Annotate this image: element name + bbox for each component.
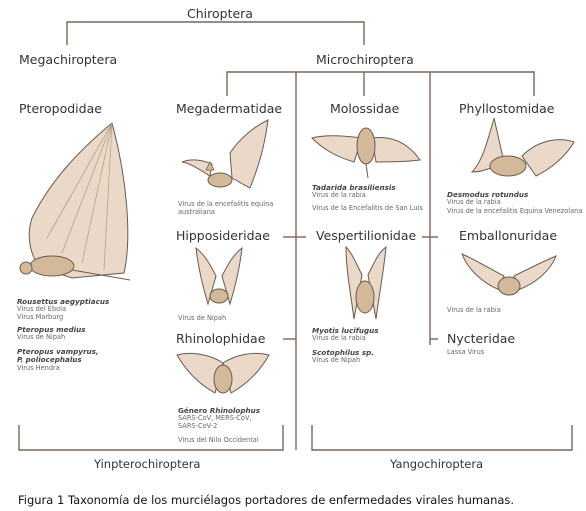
root-label: Chiroptera [187, 6, 253, 21]
pteropodidae-virus-1a: Virus del Ébola [17, 305, 67, 313]
molossidae-bat-illustration [311, 127, 421, 179]
pteropodidae-bat-illustration [19, 122, 131, 281]
rhinolophidae-species: Género Rhinolophus [178, 406, 260, 415]
megachiroptera-label: Megachiroptera [19, 52, 118, 67]
rhinolophidae-virus-2: SARS-CoV-2 [178, 422, 218, 430]
root-connector [66, 21, 365, 45]
yango-bracket [311, 425, 573, 451]
hipposideridae-virus-1: Virus de Nipah [178, 314, 227, 322]
hipposideridae-label: Hipposideridae [176, 228, 270, 243]
vespertilionidae-bat-illustration [345, 245, 387, 320]
yinpterochiroptera-label: Yinpterochiroptera [94, 457, 201, 471]
phyllostomidae-virus-1: Virus de la rabia [447, 198, 501, 206]
pteropodidae-species-3a: Pteropus vampyrus, [17, 347, 99, 356]
microchiroptera-label: Microchiroptera [316, 52, 414, 67]
emballonuridae-label: Emballonuridae [459, 228, 558, 243]
megadermatidae-bat-illustration [181, 119, 269, 189]
molossidae-virus-extra: Virus de la Encefalitis de San Luis [312, 204, 423, 212]
pteropodidae-species-2: Pteropus medius [17, 325, 86, 334]
vespertilionidae-virus-1: Virus de la rabia [312, 334, 366, 342]
vespertilionidae-virus-2: Virus de Nipah [312, 356, 361, 364]
yin-bracket [18, 425, 284, 451]
pteropodidae-virus-1b: Virus Marburg [17, 313, 64, 321]
rhinolophidae-label: Rhinolophidae [176, 331, 266, 346]
rhinolophidae-species-name: Rhinolophus [209, 406, 260, 415]
yangochiroptera-label: Yangochiroptera [390, 457, 484, 471]
vespertilionidae-species-2: Scotophilus sp. [312, 348, 374, 357]
phyllostomidae-virus-2: Virus de la encefalitis Equina Venezolan… [447, 207, 583, 215]
molossidae-species: Tadarida brasiliensis [312, 183, 396, 192]
phyllostomidae-label: Phyllostomidae [459, 101, 555, 116]
vespertilionidae-species-1: Myotis lucifugus [312, 326, 379, 335]
rhinolophidae-virus-extra: Virus del Nilo Occidental [178, 436, 259, 444]
pteropodidae-species-1: Rousettus aegyptiacus [17, 297, 110, 306]
emballonuridae-bat-illustration [461, 253, 557, 296]
rhinolophidae-bat-illustration [176, 352, 270, 394]
rhinolophidae-virus-1: SARS-CoV, MERS-CoV, [178, 414, 252, 422]
nycteridae-virus-1: Lassa Virus [447, 348, 485, 356]
pteropodidae-species-3b: P. poliocephalus [17, 355, 82, 364]
molossidae-virus-1: Virus de la rabia [312, 191, 366, 199]
pteropodidae-virus-2: Virus de Nipah [17, 333, 66, 341]
emballonuridae-virus-1: Virus de la rabia [447, 306, 501, 314]
micro-connector [226, 71, 535, 96]
nycteridae-label: Nycteridae [447, 331, 516, 346]
megadermatidae-virus-2: australiana [178, 208, 215, 216]
phyllostomidae-bat-illustration [470, 117, 575, 177]
megadermatidae-virus-1: Virus de la encefalitis equina [178, 200, 274, 208]
phyllostomidae-species: Desmodus rotundus [447, 190, 529, 199]
megadermatidae-label: Megadermatidae [176, 101, 283, 116]
pteropodidae-virus-3: Virus Hendra [17, 364, 60, 372]
pteropodidae-label: Pteropodidae [19, 101, 102, 116]
rhinolophidae-species-prefix: Género [178, 406, 208, 415]
hipposideridae-bat-illustration [195, 246, 243, 306]
molossidae-label: Molossidae [330, 101, 400, 116]
figure-caption: Figura 1 Taxonomía de los murciélagos po… [18, 493, 515, 507]
vespertilionidae-label: Vespertilionidae [316, 228, 417, 243]
